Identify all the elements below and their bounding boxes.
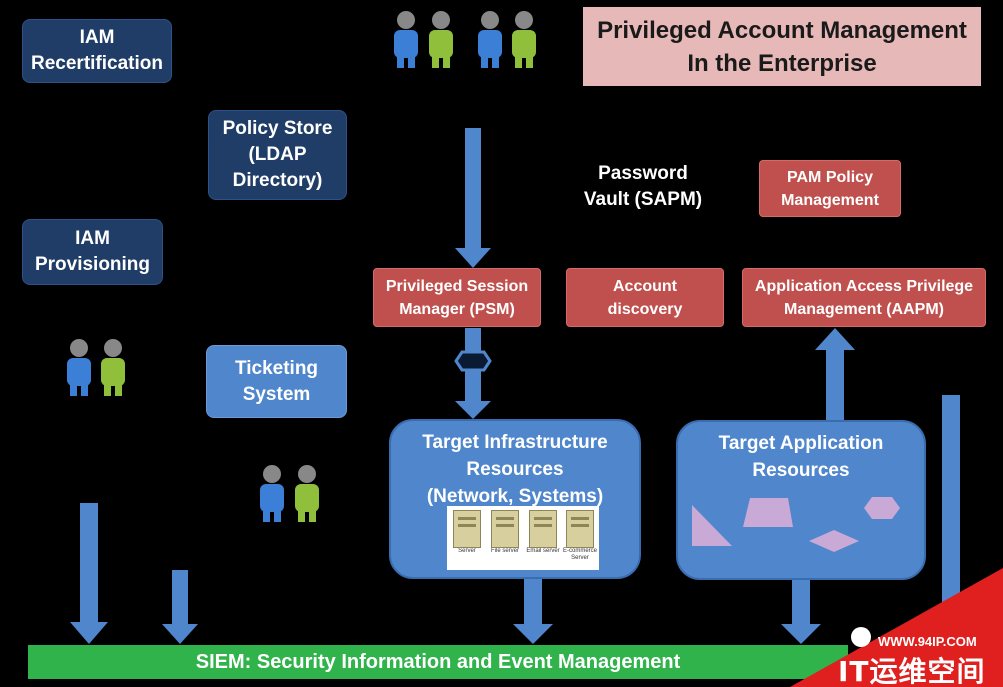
person-blue-icon	[478, 11, 502, 68]
person-blue-icon	[394, 11, 418, 68]
server-label: Email server	[526, 548, 560, 554]
psm-to-infra-head	[455, 401, 491, 419]
wechat-icon	[851, 627, 871, 647]
right-vertical-bar	[942, 395, 960, 635]
pam-policy-line-2: Management	[781, 191, 879, 209]
person-blue-icon	[67, 339, 91, 396]
ticketing-system-box: Ticketing System	[206, 345, 347, 418]
iam-provisioning-line-2: Provisioning	[34, 254, 151, 275]
diagram-title: Privileged Account Management In the Ent…	[583, 7, 981, 86]
purple-triangle-shape	[692, 505, 732, 546]
siem-arrow-3-head	[513, 624, 553, 644]
arrow-to-psm-shaft	[465, 128, 481, 250]
connector-hexagon	[454, 350, 492, 372]
app-to-aapm-head	[815, 328, 855, 350]
iam-recertification-line-2: Recertification	[31, 53, 163, 74]
target-infra-line-2: Resources	[466, 459, 564, 480]
siem-arrow-4-head	[781, 624, 821, 644]
account-discovery-box: Account discovery	[566, 268, 724, 327]
password-vault-line-2: Vault (SAPM)	[583, 189, 703, 210]
app-to-aapm-shaft	[826, 348, 844, 420]
iam-recertification-box: IAM Recertification	[22, 19, 172, 83]
ticketing-system-line-1: Ticketing	[234, 357, 319, 379]
person-green-icon	[512, 11, 536, 68]
iam-provisioning-line-1: IAM	[75, 228, 110, 249]
purple-hexagon-shape	[864, 497, 900, 519]
title-line-2: In the Enterprise	[687, 49, 877, 77]
target-infra-line-3: (Network, Systems)	[426, 486, 604, 507]
people-group-top-1	[394, 11, 453, 68]
people-group-left	[67, 339, 125, 396]
policy-store-box: Policy Store (LDAP Directory)	[208, 110, 347, 200]
person-green-icon	[429, 11, 453, 68]
policy-store-line-3: Directory)	[232, 170, 323, 191]
purple-trapezoid-shape	[743, 498, 793, 527]
policy-store-line-2: (LDAP	[248, 144, 307, 165]
server-item-3: Email server	[523, 510, 563, 555]
title-line-1: Privileged Account Management	[597, 16, 967, 44]
server-item-4: E-commerce Server	[560, 510, 600, 562]
people-group-middle	[260, 465, 319, 522]
siem-arrow-4-shaft	[792, 578, 810, 626]
psm-line-1: Privileged Session	[385, 277, 529, 295]
arrow-to-psm-head	[455, 248, 491, 268]
aapm-line-2: Management (AAPM)	[783, 300, 944, 318]
server-item-1: Server	[447, 510, 487, 555]
target-app-line-1: Target Application	[718, 433, 884, 454]
account-discovery-line-2: discovery	[607, 300, 683, 318]
watermark-url: WWW.94IP.COM	[878, 634, 977, 649]
siem-bar: SIEM: Security Information and Event Man…	[28, 645, 848, 679]
person-green-icon	[295, 465, 319, 522]
iam-provisioning-box: IAM Provisioning	[22, 219, 163, 285]
psm-line-2: Manager (PSM)	[399, 300, 515, 318]
pam-policy-management-box: PAM Policy Management	[759, 160, 901, 217]
server-icon	[566, 510, 594, 548]
password-vault-label: Password Vault (SAPM)	[573, 161, 713, 213]
people-group-top-2	[478, 11, 536, 68]
siem-arrow-2-shaft	[172, 570, 188, 627]
siem-arrow-1-head	[70, 622, 108, 644]
server-label: Server	[458, 548, 476, 554]
server-item-2: File server	[485, 510, 525, 555]
server-icon	[453, 510, 481, 548]
target-app-line-2: Resources	[752, 460, 850, 481]
server-label: E-commerce Server	[562, 548, 597, 561]
siem-arrow-1-shaft	[80, 503, 98, 625]
target-infra-line-1: Target Infrastructure	[422, 432, 608, 453]
server-icon	[529, 510, 557, 548]
siem-label: SIEM: Security Information and Event Man…	[195, 650, 681, 673]
pam-policy-line-1: PAM Policy	[787, 168, 873, 186]
iam-recertification-line-1: IAM	[79, 27, 115, 48]
watermark-text: IT运维空间	[838, 655, 986, 687]
password-vault-line-1: Password	[598, 163, 688, 184]
watermark-red-corner	[790, 568, 1003, 687]
policy-store-line-1: Policy Store	[222, 118, 333, 139]
person-green-icon	[101, 339, 125, 396]
aapm-box: Application Access Privilege Management …	[742, 268, 986, 327]
psm-box: Privileged Session Manager (PSM)	[373, 268, 541, 327]
account-discovery-line-1: Account	[613, 277, 677, 295]
siem-arrow-3-shaft	[524, 578, 542, 626]
ticketing-system-line-2: System	[242, 383, 311, 405]
target-application-box: Target Application Resources	[676, 420, 926, 580]
aapm-line-1: Application Access Privilege	[754, 277, 974, 295]
person-blue-icon	[260, 465, 284, 522]
server-icon	[491, 510, 519, 548]
siem-arrow-2-head	[162, 624, 198, 644]
purple-diamond-shape	[809, 530, 859, 552]
server-label: File server	[490, 548, 519, 554]
